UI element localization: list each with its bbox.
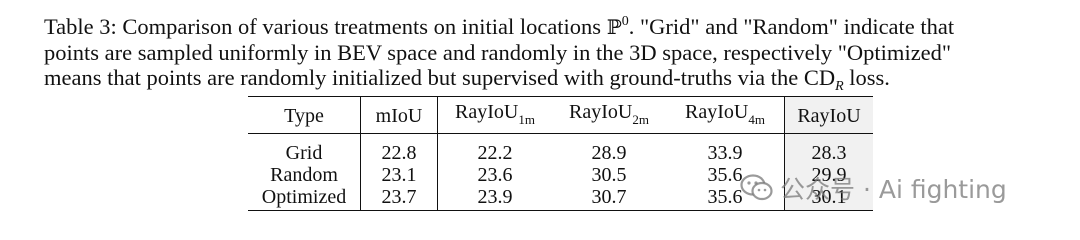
cell-rayiou-4m: 33.9 (666, 133, 785, 164)
caption-text: means that points are randomly initializ… (44, 65, 836, 90)
table-caption: Table 3: Comparison of various treatment… (44, 9, 1074, 99)
header-rayiou-4m: RayIoU4m (666, 96, 785, 134)
table-row-random: Random 23.1 23.6 30.5 35.6 29.9 (248, 164, 873, 186)
cell-rayiou-2m: 30.5 (591, 164, 627, 186)
caption-text: . "Grid" and "Random" indicate that (628, 14, 955, 39)
header-rayiou-1m: RayIoU1m (455, 101, 535, 127)
header-rayiou: RayIoU (784, 96, 873, 134)
cell-miou: 23.7 (360, 186, 438, 211)
cell-rayiou: 28.3 (784, 133, 873, 164)
cell-rayiou-4m: 35.6 (666, 186, 785, 211)
results-table: Type mIoU RayIoU1m RayIoU2m RayIoU4m Ray… (248, 96, 873, 211)
header-rayiou-2m: RayIoU2m (569, 101, 649, 127)
cell-rayiou-1m: 23.6 (477, 164, 513, 186)
cell-rayiou-2m: 30.7 (591, 186, 627, 208)
caption-line-1: Table 3: Comparison of various treatment… (44, 9, 1074, 40)
table-row-grid: Grid 22.8 22.2 28.9 33.9 28.3 (248, 133, 873, 164)
cell-rayiou-2m: 28.9 (591, 142, 627, 164)
header-miou: mIoU (360, 96, 438, 134)
cell-rayiou-1m: 23.9 (477, 186, 513, 208)
caption-subscript: R (835, 79, 844, 94)
cell-rayiou: 29.9 (784, 164, 873, 186)
cell-rayiou-4m: 35.6 (666, 164, 785, 186)
cell-rayiou-1m: 22.2 (477, 142, 513, 164)
table-header-row: Type mIoU RayIoU1m RayIoU2m RayIoU4m Ray… (248, 96, 873, 134)
caption-line-3: means that points are randomly initializ… (44, 65, 1074, 99)
caption-symbol-sup: 0 (621, 14, 629, 29)
caption-text: Table 3: Comparison of various treatment… (44, 14, 607, 39)
table-row-optimized: Optimized 23.7 23.9 30.7 35.6 30.1 (248, 186, 873, 211)
cell-type: Grid (248, 133, 361, 164)
header-type: Type (248, 96, 361, 134)
cell-rayiou: 30.1 (784, 186, 873, 211)
cell-miou: 22.8 (360, 133, 438, 164)
cell-type: Random (248, 164, 361, 186)
caption-line-2: points are sampled uniformly in BEV spac… (44, 40, 952, 65)
cell-miou: 23.1 (360, 164, 438, 186)
caption-symbol: ℙ (606, 15, 622, 39)
cell-type: Optimized (248, 186, 361, 211)
caption-text: loss. (843, 65, 890, 90)
